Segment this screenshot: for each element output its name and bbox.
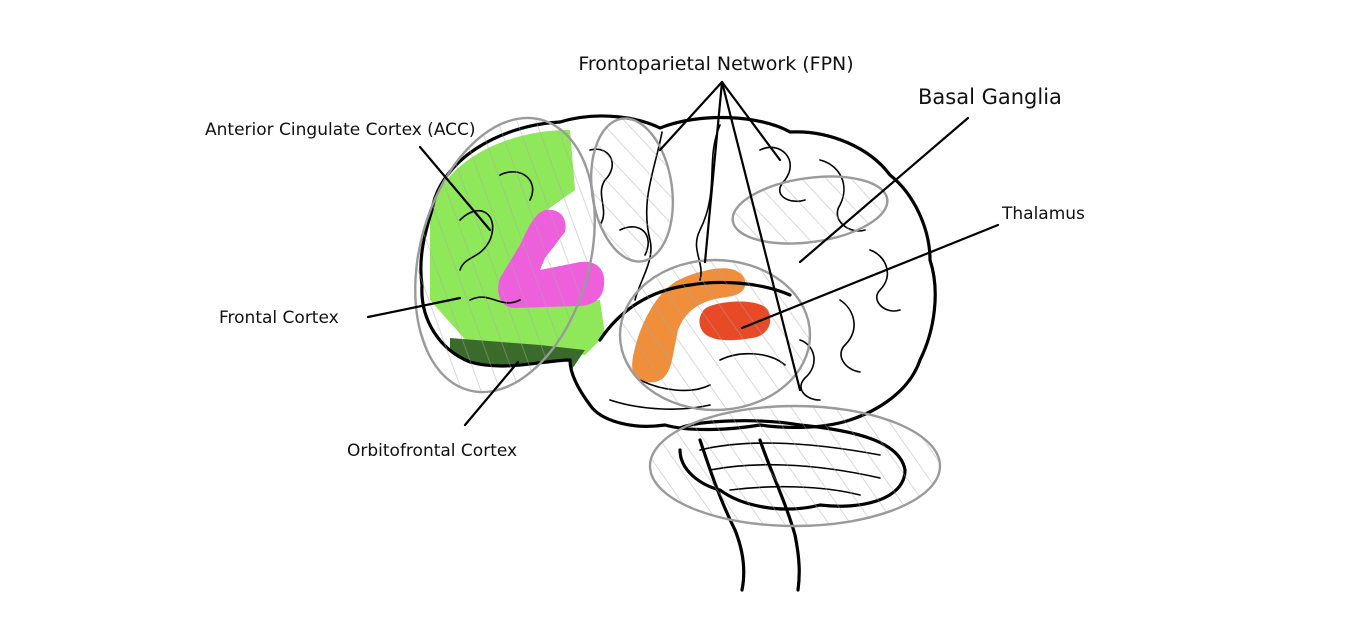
fpn-leader-lines <box>658 80 802 392</box>
cerebellum-ellipse <box>648 404 942 528</box>
temporal-ellipse <box>618 258 812 412</box>
frontal-cortex-label: Frontal Cortex <box>219 308 339 328</box>
orbitofrontal-cortex-label: Orbitofrontal Cortex <box>347 441 517 461</box>
orbitofrontal-cortex-leader <box>463 360 520 427</box>
basal-ganglia-label: Basal Ganglia <box>918 85 1062 109</box>
basal-ganglia-ellipse <box>731 175 889 245</box>
acc-label: Anterior Cingulate Cortex (ACC) <box>205 120 476 140</box>
basal-ganglia-leader <box>798 116 970 264</box>
fpn-frontal-ellipse <box>414 116 596 394</box>
acc-leader <box>418 145 492 232</box>
frontal-cortex-leader <box>366 296 462 319</box>
thalamus-label: Thalamus <box>1001 204 1085 224</box>
thalamus-leader <box>740 223 1000 330</box>
fpn-label: Frontoparietal Network (FPN) <box>578 53 853 75</box>
fpn-parietal-ellipse <box>589 117 675 263</box>
